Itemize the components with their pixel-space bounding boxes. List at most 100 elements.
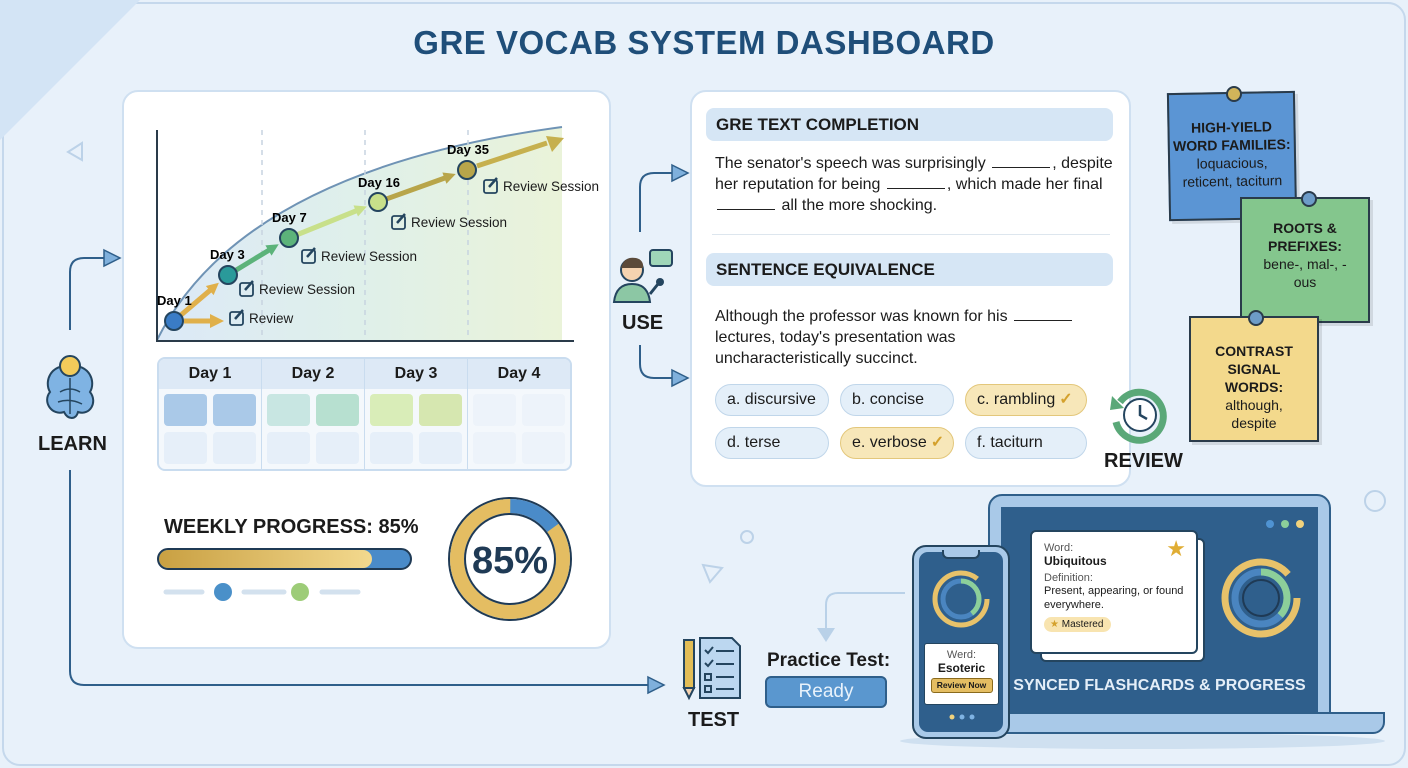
question-text: Although the professor was known for his bbox=[715, 308, 1008, 325]
word-label: Werd: bbox=[946, 649, 977, 661]
progress-ring: 85% bbox=[448, 497, 572, 621]
answer-option[interactable]: f. taciturn bbox=[965, 427, 1087, 459]
day-label: Day 35 bbox=[447, 142, 489, 157]
note-title: ROOTS & PREFIXES: bbox=[1268, 220, 1342, 254]
schedule-column: Day 2 bbox=[262, 359, 365, 469]
question-text: lectures, today's presentation was uncha… bbox=[715, 329, 956, 367]
schedule-column: Day 4 bbox=[468, 359, 570, 469]
day-header: Day 4 bbox=[468, 359, 570, 389]
text-completion-question: The senator's speech was surprisingly , … bbox=[715, 153, 1115, 216]
flashcard-definition: Present, appearing, or found everywhere. bbox=[1044, 585, 1184, 611]
question-text: The senator's speech was surprisingly bbox=[715, 155, 986, 172]
pencil-icon bbox=[229, 311, 244, 326]
note-title: HIGH-YIELD WORD FAMILIES: bbox=[1172, 118, 1291, 155]
review-note: Review Session bbox=[503, 179, 599, 194]
practice-card bbox=[690, 90, 1131, 487]
schedule-column: Day 3 bbox=[365, 359, 468, 469]
arrow-head bbox=[546, 136, 564, 152]
day-label: Day 7 bbox=[272, 210, 307, 225]
answer-option[interactable]: e. verbose✓ bbox=[840, 427, 954, 459]
review-point bbox=[368, 192, 388, 212]
sentence-equivalence-question: Although the professor was known for his… bbox=[715, 306, 1075, 369]
weekly-progress-label: WEEKLY PROGRESS: 85% bbox=[164, 516, 419, 538]
note-body: loquacious, reticent, taciturn bbox=[1182, 154, 1283, 190]
text-completion-heading: GRE TEXT COMPLETION bbox=[706, 108, 1113, 141]
day-header: Day 1 bbox=[159, 359, 261, 389]
arrow-head bbox=[205, 282, 219, 296]
review-point bbox=[164, 311, 184, 331]
answer-blank[interactable] bbox=[886, 188, 945, 189]
badge-text: Mastered bbox=[1061, 619, 1104, 630]
question-text: all the more shocking. bbox=[781, 197, 938, 214]
check-icon: ✓ bbox=[1059, 391, 1073, 408]
mastered-badge: ★ Mastered bbox=[1044, 617, 1112, 632]
note-body: bene-, mal-, -ous bbox=[1263, 256, 1347, 290]
arrow-head bbox=[265, 244, 279, 256]
answer-options: a. discursive b. concise c. rambling✓ d. te… bbox=[715, 384, 1090, 459]
device-shadow bbox=[900, 733, 1385, 749]
answer-option[interactable]: d. terse bbox=[715, 427, 829, 459]
curve-arrow bbox=[178, 284, 216, 318]
pencil-icon bbox=[483, 179, 498, 194]
answer-blank[interactable] bbox=[992, 167, 1051, 168]
pencil-icon bbox=[301, 249, 316, 264]
answer-blank[interactable] bbox=[717, 209, 775, 210]
star-icon[interactable]: ★ bbox=[1166, 536, 1186, 561]
review-note: Review bbox=[249, 311, 294, 326]
answer-option[interactable]: c. rambling✓ bbox=[965, 384, 1087, 416]
flashcard[interactable]: Word: Ubiquitous Definition: Present, ap… bbox=[1030, 530, 1198, 654]
option-label: e. verbose bbox=[852, 434, 927, 451]
phone-word: Esoteric bbox=[937, 661, 986, 675]
answer-blank[interactable] bbox=[1014, 320, 1073, 321]
option-label: b. concise bbox=[852, 391, 925, 408]
progress-ring-text: 85% bbox=[472, 540, 548, 582]
pencil-icon bbox=[391, 215, 406, 230]
sentence-equivalence-heading: SENTENCE EQUIVALENCE bbox=[706, 253, 1113, 286]
question-text: , which made her final bbox=[946, 176, 1103, 193]
phone-flashcard: Werd: Esoteric Review Now bbox=[924, 643, 999, 705]
curve-arrow bbox=[295, 206, 363, 238]
review-note: Review Session bbox=[411, 215, 507, 230]
day-label: Day 3 bbox=[210, 247, 245, 262]
pin-icon bbox=[1248, 310, 1264, 326]
curve-arrow bbox=[233, 245, 275, 273]
review-label: REVIEW bbox=[1104, 450, 1183, 472]
option-label: d. terse bbox=[727, 434, 781, 451]
learn-label: LEARN bbox=[38, 433, 107, 455]
curve-arrow bbox=[384, 173, 451, 202]
weekly-progress-fill bbox=[159, 550, 373, 568]
practice-test-ready-button[interactable]: Ready bbox=[765, 676, 887, 708]
review-note: Review Session bbox=[321, 249, 417, 264]
divider bbox=[712, 234, 1110, 235]
corner-decoration bbox=[0, 0, 140, 140]
progress-steps bbox=[163, 583, 361, 601]
schedule-column: Day 1 bbox=[159, 359, 262, 469]
star-icon: ★ bbox=[1050, 619, 1059, 630]
note-body: although, despite bbox=[1225, 397, 1283, 431]
day-header: Day 3 bbox=[365, 359, 467, 389]
day-header: Day 2 bbox=[262, 359, 364, 389]
laptop-caption: SYNCED FLASHCARDS & PROGRESS bbox=[1013, 677, 1306, 694]
review-point bbox=[457, 160, 477, 180]
note-roots-prefixes: ROOTS & PREFIXES:bene-, mal-, -ous bbox=[1240, 197, 1370, 323]
review-point bbox=[279, 228, 299, 248]
schedule-grid: Day 1 Day 2 Day 3 Day 4 bbox=[157, 357, 572, 471]
test-checklist-icon bbox=[682, 637, 741, 701]
pin-icon bbox=[1226, 86, 1242, 102]
definition-label: Definition: bbox=[1044, 572, 1093, 584]
arrow-head bbox=[353, 205, 367, 217]
review-now-button[interactable]: Review Now bbox=[930, 678, 993, 693]
laptop-base bbox=[992, 712, 1385, 734]
review-clock-icon bbox=[1110, 388, 1167, 444]
test-label: TEST bbox=[688, 709, 740, 731]
review-note: Review Session bbox=[259, 282, 355, 297]
practice-test-label: Practice Test: bbox=[767, 650, 891, 671]
note-contrast-words: CONTRAST SIGNAL WORDS:although, despite bbox=[1189, 316, 1319, 442]
day-label: Day 1 bbox=[157, 293, 192, 308]
word-label: Word: bbox=[1044, 542, 1074, 554]
pin-icon bbox=[1301, 191, 1317, 207]
page-title: GRE VOCAB SYSTEM DASHBOARD bbox=[413, 24, 995, 61]
answer-option[interactable]: b. concise bbox=[840, 384, 954, 416]
answer-option[interactable]: a. discursive bbox=[715, 384, 829, 416]
